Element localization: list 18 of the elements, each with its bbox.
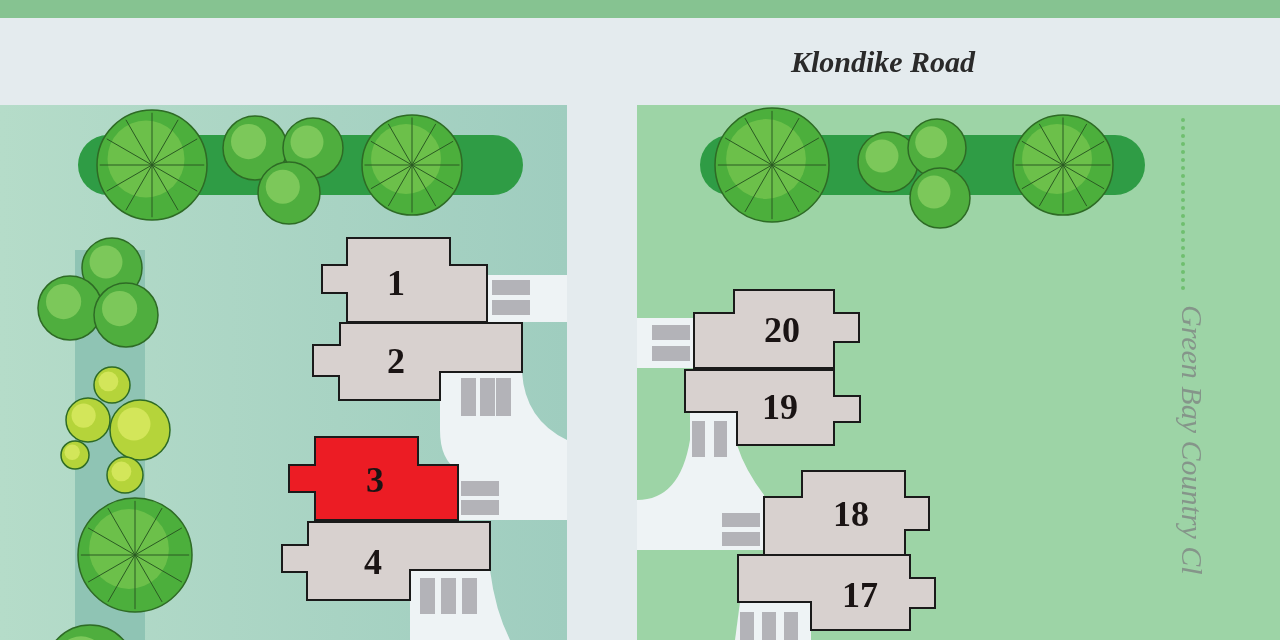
- lot-number: 3: [366, 462, 384, 498]
- building-footprint: [738, 555, 935, 630]
- building-footprint: [764, 471, 929, 555]
- lot-number: 1: [387, 265, 405, 301]
- lot-number: 17: [842, 577, 878, 613]
- building-footprint: [694, 290, 859, 368]
- building-footprint: [282, 522, 490, 600]
- road-name: Klondike Road: [790, 47, 976, 77]
- lot-number: 4: [364, 544, 382, 580]
- building-footprint: [313, 323, 522, 400]
- boundary-label: Green Bay Country Cl: [1177, 305, 1207, 575]
- lot-number: 20: [764, 312, 800, 348]
- building-footprint: [322, 238, 487, 322]
- lot-number: 19: [762, 389, 798, 425]
- lot-number: 2: [387, 343, 405, 379]
- lot-number: 18: [833, 496, 869, 532]
- building-footprint: [685, 370, 860, 445]
- building-footprint: [289, 437, 458, 520]
